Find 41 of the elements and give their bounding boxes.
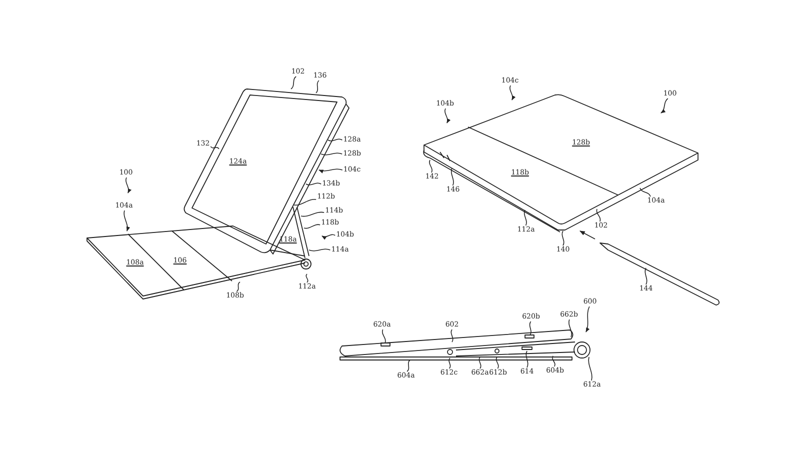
leader-line: [304, 224, 320, 229]
leader-line: [660, 98, 668, 114]
leader-line: [300, 212, 324, 217]
leader-line: [126, 177, 132, 194]
leader-line: [529, 321, 532, 336]
leader-line: [524, 210, 527, 226]
leader-line: [429, 160, 432, 173]
leader-line: [306, 274, 308, 283]
leader-line: [586, 306, 590, 332]
leader-line: [588, 356, 592, 381]
leader-line: [450, 329, 454, 342]
leader-line: [596, 208, 601, 222]
leader-line: [318, 168, 343, 174]
leader-line: [328, 138, 343, 142]
leader-line: [644, 268, 648, 285]
leader-line: [406, 360, 410, 372]
side-view-drawing: [340, 330, 590, 360]
leader-line: [382, 329, 386, 344]
leader-line: [496, 356, 499, 369]
leader-line: [444, 108, 450, 124]
leader-line: [450, 168, 454, 186]
leader-line: [640, 188, 651, 197]
leader-line: [294, 199, 316, 206]
closed-case-drawing: [423, 94, 698, 232]
leader-line: [562, 230, 564, 246]
leader-line: [316, 80, 320, 94]
leader-line: [552, 356, 556, 367]
leader-line: [210, 146, 220, 150]
leader-line: [236, 282, 240, 292]
leader-line: [526, 350, 528, 368]
leader-line: [320, 152, 342, 156]
leader-line: [322, 234, 336, 240]
leader-line: [568, 319, 572, 338]
leader-line: [290, 76, 296, 90]
leader-line: [510, 85, 516, 100]
leader-line: [124, 210, 130, 232]
stylus-drawing: [600, 242, 720, 306]
leader-line: [306, 182, 322, 186]
leader-line: [308, 248, 331, 252]
leader-line: [448, 358, 451, 369]
leader-line: [478, 356, 482, 369]
